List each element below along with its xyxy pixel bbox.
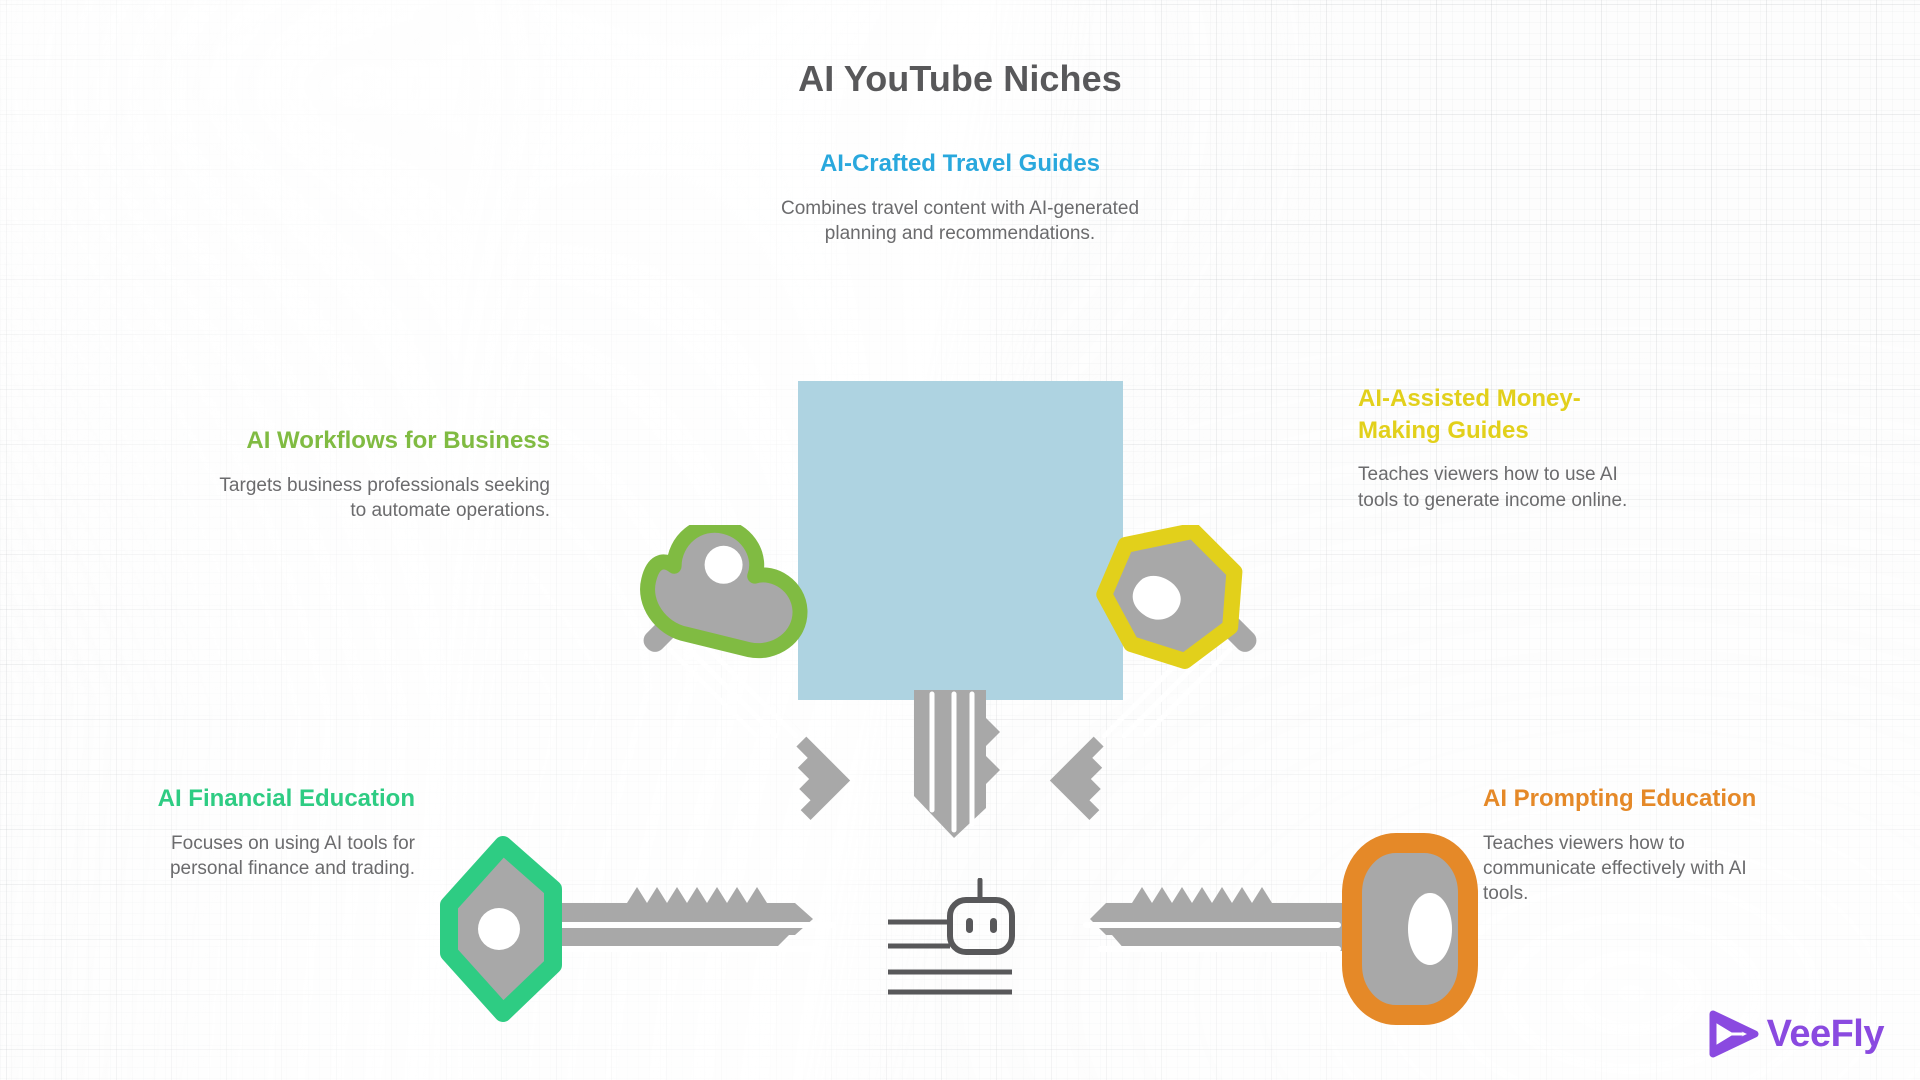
niche-block-workflows: AI Workflows for Business Targets busine… [205,425,550,523]
key-icon [1083,833,1478,1025]
niche-description-travel: Combines travel content with AI-generate… [780,197,1140,244]
niche-title-workflows: AI Workflows for Business [246,427,550,454]
key-yellow [1015,522,1335,845]
key-green [565,517,885,845]
niche-block-travel: AI-Crafted Travel Guides Combines travel… [760,148,1160,246]
key-icon [914,690,1000,838]
niche-block-financial: AI Financial Education Focuses on using … [150,783,415,881]
niche-block-money: AI-Assisted Money-Making Guides Teaches … [1358,383,1638,513]
robot-head-icon [880,877,1080,998]
placeholder-rect-icon [798,381,1123,700]
key-icon [440,836,836,1022]
niche-description-prompting: Teaches viewers how to communicate effec… [1483,832,1747,905]
key-orange [1040,825,1480,1035]
key-teal [435,825,875,1035]
robot-head-icon [888,877,1015,995]
key-icon [1049,522,1257,821]
niche-description-money: Teaches viewers how to use AI tools to g… [1358,464,1628,511]
niche-title-money: AI-Assisted Money-Making Guides [1358,385,1581,444]
brand-name: VeeFly [1766,1012,1885,1055]
niche-block-prompting: AI Prompting Education Teaches viewers h… [1483,783,1783,906]
niche-description-financial: Focuses on using AI tools for personal f… [169,832,415,879]
brand-logo: VeeFly [1707,1010,1885,1058]
niche-title-financial: AI Financial Education [157,785,415,812]
play-triangle-icon [1709,1010,1759,1058]
page-title: AI YouTube Niches [798,58,1122,99]
center-image-placeholder [798,381,1123,700]
niche-description-workflows: Targets business professionals seeking t… [219,474,550,521]
key-icon [640,517,851,821]
niche-title-prompting: AI Prompting Education [1483,785,1757,812]
key-center [880,690,1020,870]
niche-title-travel: AI-Crafted Travel Guides [819,150,1101,177]
